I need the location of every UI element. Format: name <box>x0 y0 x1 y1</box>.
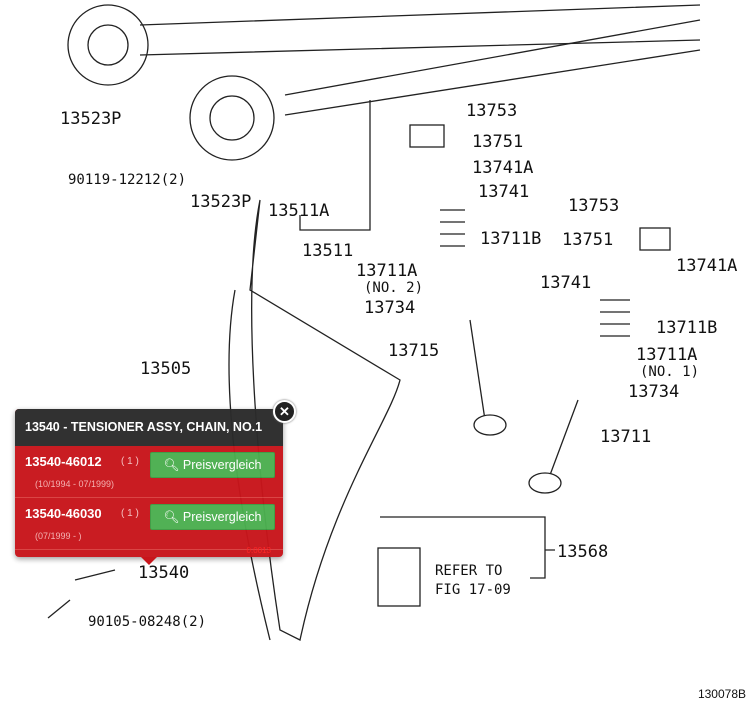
label-13734[interactable]: 13734 <box>364 298 415 318</box>
close-icon[interactable]: ✕ <box>273 400 296 423</box>
label-13741A[interactable]: 13741A <box>472 158 533 178</box>
label-13511[interactable]: 13511 <box>302 241 353 261</box>
label-13711A-b[interactable]: 13711A <box>636 345 697 365</box>
label-no1: (NO. 1) <box>640 364 699 380</box>
footer-code: 0.0013 <box>246 546 271 555</box>
label-13741[interactable]: 13741 <box>478 182 529 202</box>
label-13523P-2[interactable]: 13523P <box>190 192 251 212</box>
search-icon: 🔍︎ <box>163 458 183 472</box>
button-label: Preisvergleich <box>182 510 262 524</box>
label-13751-b[interactable]: 13751 <box>562 230 613 250</box>
label-13741-b[interactable]: 13741 <box>540 273 591 293</box>
label-no2: (NO. 2) <box>364 280 423 296</box>
popup-title: 13540 - TENSIONER ASSY, CHAIN, NO.1 <box>15 409 283 446</box>
label-13715[interactable]: 13715 <box>388 341 439 361</box>
part-number[interactable]: 13540-46012 <box>25 454 102 469</box>
label-13711A[interactable]: 13711A <box>356 261 417 281</box>
label-90119-12212[interactable]: 90119-12212(2) <box>68 172 186 188</box>
price-compare-button[interactable]: 🔍︎ Preisvergleich <box>150 452 275 478</box>
part-date-range: (10/1994 - 07/1999) <box>35 479 115 489</box>
part-popup: 13540 - TENSIONER ASSY, CHAIN, NO.1 1354… <box>15 409 283 557</box>
search-icon: 🔍︎ <box>163 510 183 524</box>
part-labels: 13523P 90119-12212(2) 13523P 13511A 1351… <box>60 101 737 630</box>
label-13540[interactable]: 13540 <box>138 563 189 583</box>
label-13568[interactable]: 13568 <box>557 542 608 562</box>
label-13751[interactable]: 13751 <box>472 132 523 152</box>
label-13741A-b[interactable]: 13741A <box>676 256 737 276</box>
part-number[interactable]: 13540-46030 <box>25 506 102 521</box>
part-row: 13540-46030 ( 1 ) (07/1999 - ) 🔍︎ Preisv… <box>15 498 283 550</box>
label-13734-b[interactable]: 13734 <box>628 382 679 402</box>
label-13753[interactable]: 13753 <box>466 101 517 121</box>
label-13711B[interactable]: 13711B <box>480 229 541 249</box>
button-label: Preisvergleich <box>182 458 262 472</box>
label-13505[interactable]: 13505 <box>140 359 191 379</box>
label-13511A[interactable]: 13511A <box>268 201 329 221</box>
part-quantity: ( 1 ) <box>121 456 139 467</box>
part-date-range: (07/1999 - ) <box>35 531 82 541</box>
figure-number: 130078B <box>697 687 746 701</box>
label-90105-08248[interactable]: 90105-08248(2) <box>88 614 206 630</box>
price-compare-button[interactable]: 🔍︎ Preisvergleich <box>150 504 275 530</box>
part-row: 13540-46012 ( 1 ) (10/1994 - 07/1999) 🔍︎… <box>15 446 283 498</box>
label-13753-b[interactable]: 13753 <box>568 196 619 216</box>
refer-fig-link[interactable]: FIG 17-09 <box>435 582 511 598</box>
refer-to-text: REFER TO <box>435 563 502 579</box>
label-13711B-b[interactable]: 13711B <box>656 318 717 338</box>
part-quantity: ( 1 ) <box>121 508 139 519</box>
label-13711[interactable]: 13711 <box>600 427 651 447</box>
popup-pointer <box>141 557 157 565</box>
label-13523P[interactable]: 13523P <box>60 109 121 129</box>
